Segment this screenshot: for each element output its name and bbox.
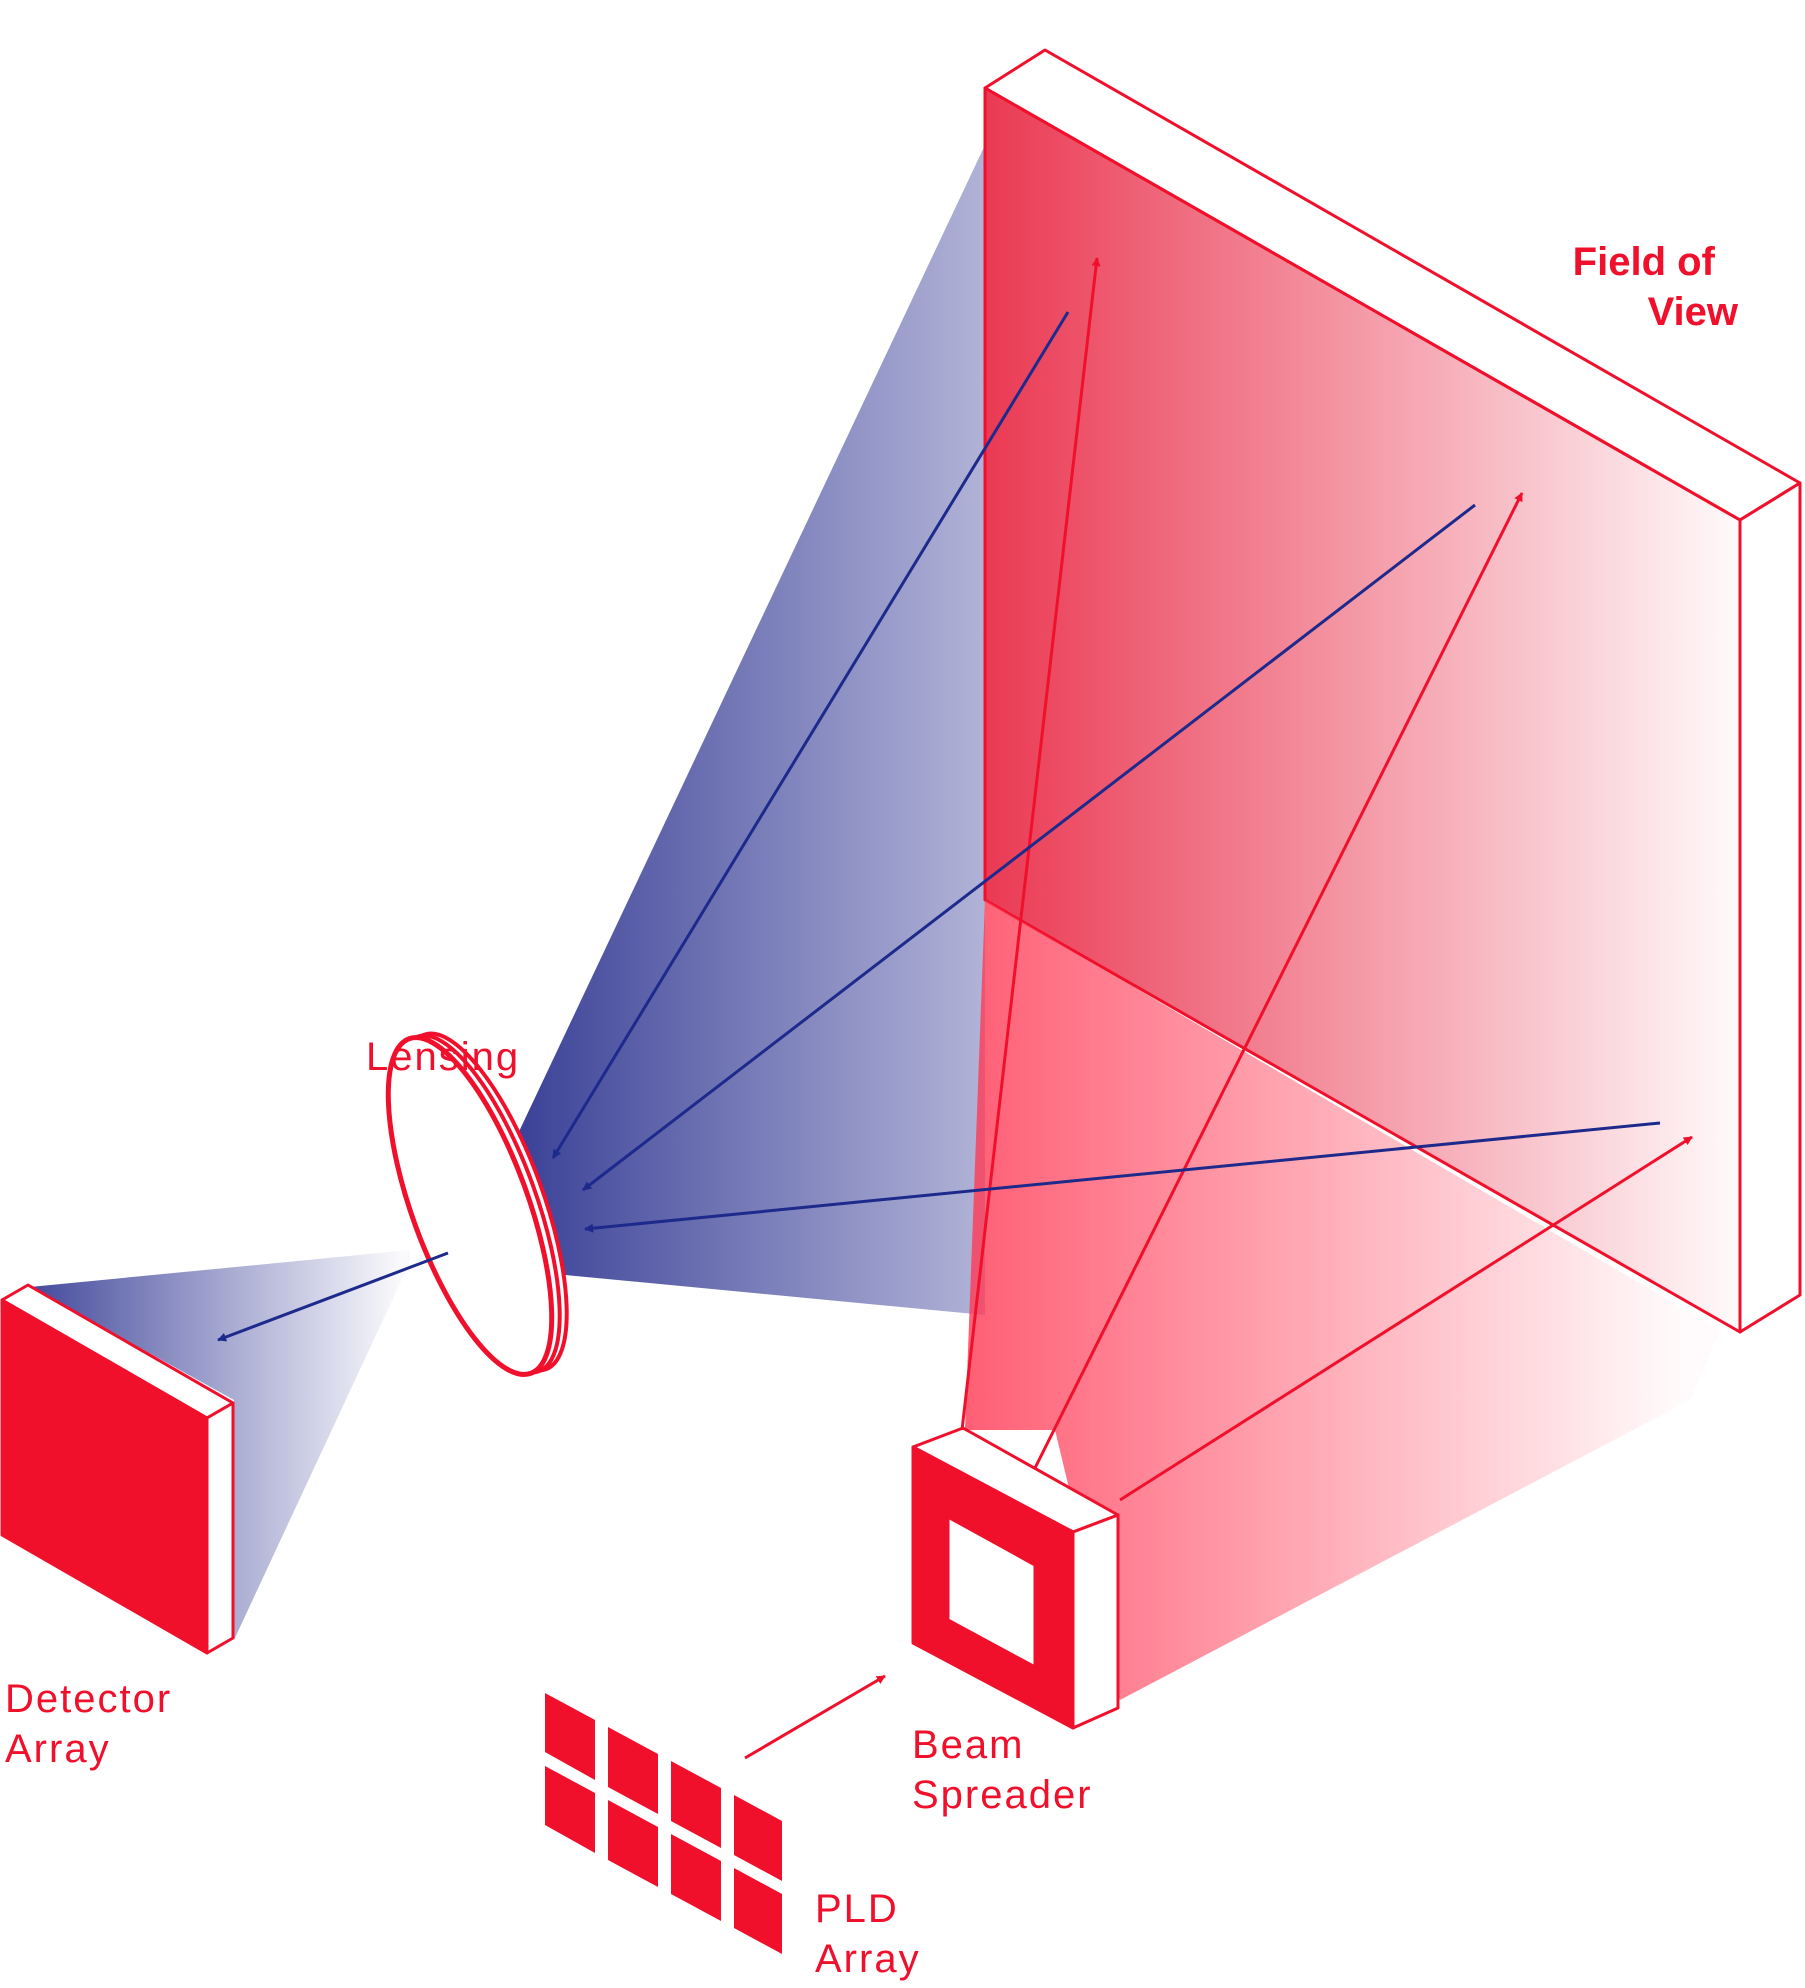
field-of-view-label-line2: View bbox=[1648, 290, 1739, 334]
detector-array-label: Detector Array bbox=[5, 1677, 185, 1771]
beam-spreader bbox=[911, 1426, 1120, 1730]
beam-spreader-label: Beam Spreader bbox=[912, 1723, 1093, 1817]
pld-cell bbox=[545, 1693, 595, 1780]
detector-front bbox=[0, 1298, 209, 1655]
lens bbox=[385, 1031, 569, 1377]
return-light-cone bbox=[515, 145, 985, 1315]
beam-spreader-front bbox=[911, 1445, 1075, 1730]
return-arrow bbox=[584, 1121, 1661, 1233]
field-of-view-panel bbox=[983, 48, 1802, 1334]
detector-side bbox=[205, 1401, 235, 1655]
emission-arrow bbox=[960, 257, 1101, 1431]
pld-to-spreader-arrow bbox=[744, 1674, 886, 1760]
pld-cell bbox=[734, 1868, 782, 1954]
beam-spreader-label-line1: Beam bbox=[912, 1723, 1025, 1767]
pld-cell bbox=[545, 1766, 595, 1853]
pld-cell bbox=[671, 1834, 721, 1921]
return-arrows bbox=[217, 311, 1661, 1342]
fov-front-face bbox=[983, 86, 1742, 1334]
lensing-label: Lensing bbox=[366, 1035, 520, 1079]
pld-cell bbox=[608, 1800, 658, 1887]
pld-cell bbox=[608, 1727, 658, 1814]
lens-to-detector-arrow bbox=[217, 1251, 449, 1342]
field-of-view-label-line1: Field of bbox=[1573, 240, 1716, 284]
return-arrow bbox=[551, 311, 1070, 1159]
detector-array-label-line1: Detector bbox=[5, 1677, 172, 1721]
return-arrow bbox=[582, 503, 1476, 1192]
pld-array bbox=[545, 1693, 782, 1954]
beam-spreader-label-line2: Spreader bbox=[912, 1773, 1093, 1817]
lens-front bbox=[385, 1035, 555, 1377]
pld-cell bbox=[734, 1795, 782, 1881]
pld-array-label: PLD Array bbox=[815, 1887, 921, 1981]
beam-spreader-side bbox=[1071, 1513, 1120, 1730]
emission-arrow bbox=[1119, 1135, 1693, 1502]
field-of-view-label: Field of View bbox=[1573, 240, 1739, 334]
pld-array-label-line2: Array bbox=[815, 1937, 921, 1981]
detector-light-cone bbox=[30, 1250, 410, 1640]
pld-cell bbox=[671, 1761, 721, 1848]
emission-light-cone bbox=[965, 900, 1720, 1700]
fov-side-edge bbox=[1738, 481, 1802, 1334]
pld-array-label-line1: PLD bbox=[815, 1887, 899, 1931]
detector-array-label-line2: Array bbox=[5, 1727, 111, 1771]
emission-arrow bbox=[1033, 492, 1524, 1469]
detector-array bbox=[0, 1283, 235, 1655]
emission-arrows bbox=[744, 257, 1693, 1760]
